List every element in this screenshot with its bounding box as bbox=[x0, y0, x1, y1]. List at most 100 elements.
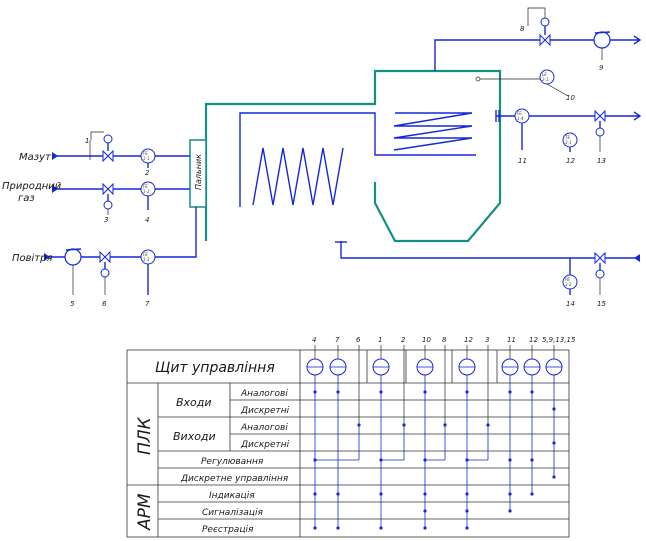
svg-text:12: 12 bbox=[529, 336, 538, 344]
signaling-label: Сигналізація bbox=[202, 508, 263, 518]
indication-label: Індикація bbox=[209, 491, 255, 501]
hot-steam-arrow bbox=[633, 111, 642, 121]
svg-text:1-2: 1-2 bbox=[143, 189, 150, 194]
zigzag-exchanger bbox=[252, 147, 344, 206]
gas-arrow bbox=[52, 185, 58, 193]
steam-outlet-pipe bbox=[434, 39, 640, 71]
table-frame bbox=[126, 349, 570, 538]
boiler-outline bbox=[204, 69, 502, 243]
svg-text:12: 12 bbox=[464, 336, 473, 344]
instrument-10: LE2-1 bbox=[539, 69, 555, 85]
instrument-12: TE3-1 bbox=[562, 132, 578, 148]
feed-water-pipe bbox=[340, 241, 640, 259]
arm-label: АРМ bbox=[135, 493, 155, 531]
position-numbers: 1 2 3 4 5 6 7 8 9 10 11 12 13 14 15 bbox=[70, 25, 606, 308]
discrete-in-label: Дискретні bbox=[240, 406, 290, 416]
air-pipe bbox=[44, 207, 197, 258]
gas-label-2: газ bbox=[18, 193, 35, 204]
panel-gauges bbox=[306, 358, 563, 376]
svg-text:15: 15 bbox=[597, 300, 606, 308]
svg-text:PE: PE bbox=[565, 277, 570, 282]
analog-in-label: Аналогові bbox=[240, 389, 288, 399]
svg-text:FE: FE bbox=[143, 252, 148, 257]
control-panel-table: Щит управління ПЛК АРМ Входи Виходи Анал… bbox=[126, 336, 576, 538]
svg-text:11: 11 bbox=[507, 336, 516, 344]
svg-text:8: 8 bbox=[520, 25, 525, 33]
valve-13-icon bbox=[594, 109, 606, 123]
fuel-oil-arrow bbox=[52, 152, 58, 160]
svg-text:10: 10 bbox=[422, 336, 431, 344]
process-scheme: Пальник bbox=[2, 7, 642, 308]
svg-text:13: 13 bbox=[597, 157, 606, 165]
svg-text:8: 8 bbox=[442, 336, 447, 344]
gas-label-1: Природний bbox=[2, 181, 62, 192]
valve-3-icon bbox=[102, 182, 114, 196]
leader-lines bbox=[72, 48, 603, 295]
instrument-4: FE1-2 bbox=[140, 181, 156, 197]
svg-text:9: 9 bbox=[599, 64, 604, 72]
plc-label: ПЛК bbox=[135, 416, 155, 455]
svg-text:3: 3 bbox=[104, 216, 108, 224]
superheater-coil bbox=[393, 112, 473, 151]
svg-text:3-1: 3-1 bbox=[565, 140, 572, 145]
column-leaders bbox=[314, 345, 555, 425]
svg-text:2: 2 bbox=[145, 169, 150, 177]
svg-text:11: 11 bbox=[518, 157, 527, 165]
svg-text:FE: FE bbox=[143, 184, 148, 189]
svg-text:14: 14 bbox=[566, 300, 575, 308]
registration-label: Реєстрація bbox=[202, 525, 254, 535]
regulation-label: Регулювання bbox=[201, 457, 264, 467]
svg-text:TE: TE bbox=[565, 135, 570, 140]
svg-text:12: 12 bbox=[566, 157, 575, 165]
signal-bus bbox=[314, 375, 555, 528]
valve-15-icon bbox=[594, 251, 606, 265]
instrument-2: FE1-1 bbox=[140, 148, 156, 164]
svg-text:LE: LE bbox=[542, 72, 547, 77]
svg-text:FE: FE bbox=[517, 111, 522, 116]
svg-text:5,9,13,15: 5,9,13,15 bbox=[542, 336, 576, 344]
column-numbers: 4 7 6 1 2 10 8 12 3 11 12 5,9,13,15 bbox=[312, 336, 576, 344]
discrete-control-label: Дискретне управління bbox=[180, 474, 289, 484]
svg-text:1-1: 1-1 bbox=[143, 156, 150, 161]
feed-water-arrow bbox=[634, 254, 640, 262]
analog-out-label: Аналогові bbox=[240, 423, 288, 433]
svg-text:4: 4 bbox=[145, 216, 149, 224]
svg-text:FE: FE bbox=[143, 151, 148, 156]
valve-6-icon bbox=[99, 250, 111, 264]
instrument-11: FE1-4 bbox=[514, 108, 530, 124]
inner-duct bbox=[239, 112, 476, 207]
svg-text:10: 10 bbox=[566, 94, 575, 102]
svg-text:1-3: 1-3 bbox=[143, 257, 150, 262]
svg-text:6: 6 bbox=[102, 300, 107, 308]
junction-dots bbox=[313, 390, 556, 530]
svg-text:5: 5 bbox=[70, 300, 75, 308]
valve-8-icon bbox=[539, 33, 551, 47]
air-arrow bbox=[44, 253, 50, 261]
svg-text:3-2: 3-2 bbox=[565, 282, 572, 287]
svg-text:7: 7 bbox=[145, 300, 150, 308]
inputs-label: Входи bbox=[176, 396, 212, 409]
air-label: Повітря bbox=[12, 252, 53, 264]
steam-pump-icon bbox=[593, 31, 611, 49]
svg-text:4: 4 bbox=[312, 336, 316, 344]
svg-text:7: 7 bbox=[335, 336, 340, 344]
instrument-14: PE3-2 bbox=[562, 274, 578, 290]
burner-label: Пальник bbox=[194, 154, 203, 190]
actuators bbox=[90, 7, 605, 279]
panel-title: Щит управління bbox=[155, 360, 275, 376]
fuel-oil-label: Мазут bbox=[19, 152, 52, 163]
svg-text:1: 1 bbox=[85, 137, 89, 145]
instrument-7: FE1-3 bbox=[140, 249, 156, 265]
svg-text:3: 3 bbox=[485, 336, 489, 344]
discrete-out-label: Дискретні bbox=[240, 440, 290, 450]
outputs-label: Виходи bbox=[173, 430, 216, 443]
burner-box bbox=[189, 139, 207, 208]
svg-text:2-1: 2-1 bbox=[542, 77, 549, 82]
steam-outlet-arrow bbox=[633, 35, 642, 45]
svg-text:2: 2 bbox=[401, 336, 406, 344]
svg-text:1-4: 1-4 bbox=[517, 116, 524, 121]
air-fan-icon bbox=[64, 248, 82, 266]
svg-text:6: 6 bbox=[356, 336, 361, 344]
valve-1-icon bbox=[102, 149, 114, 163]
